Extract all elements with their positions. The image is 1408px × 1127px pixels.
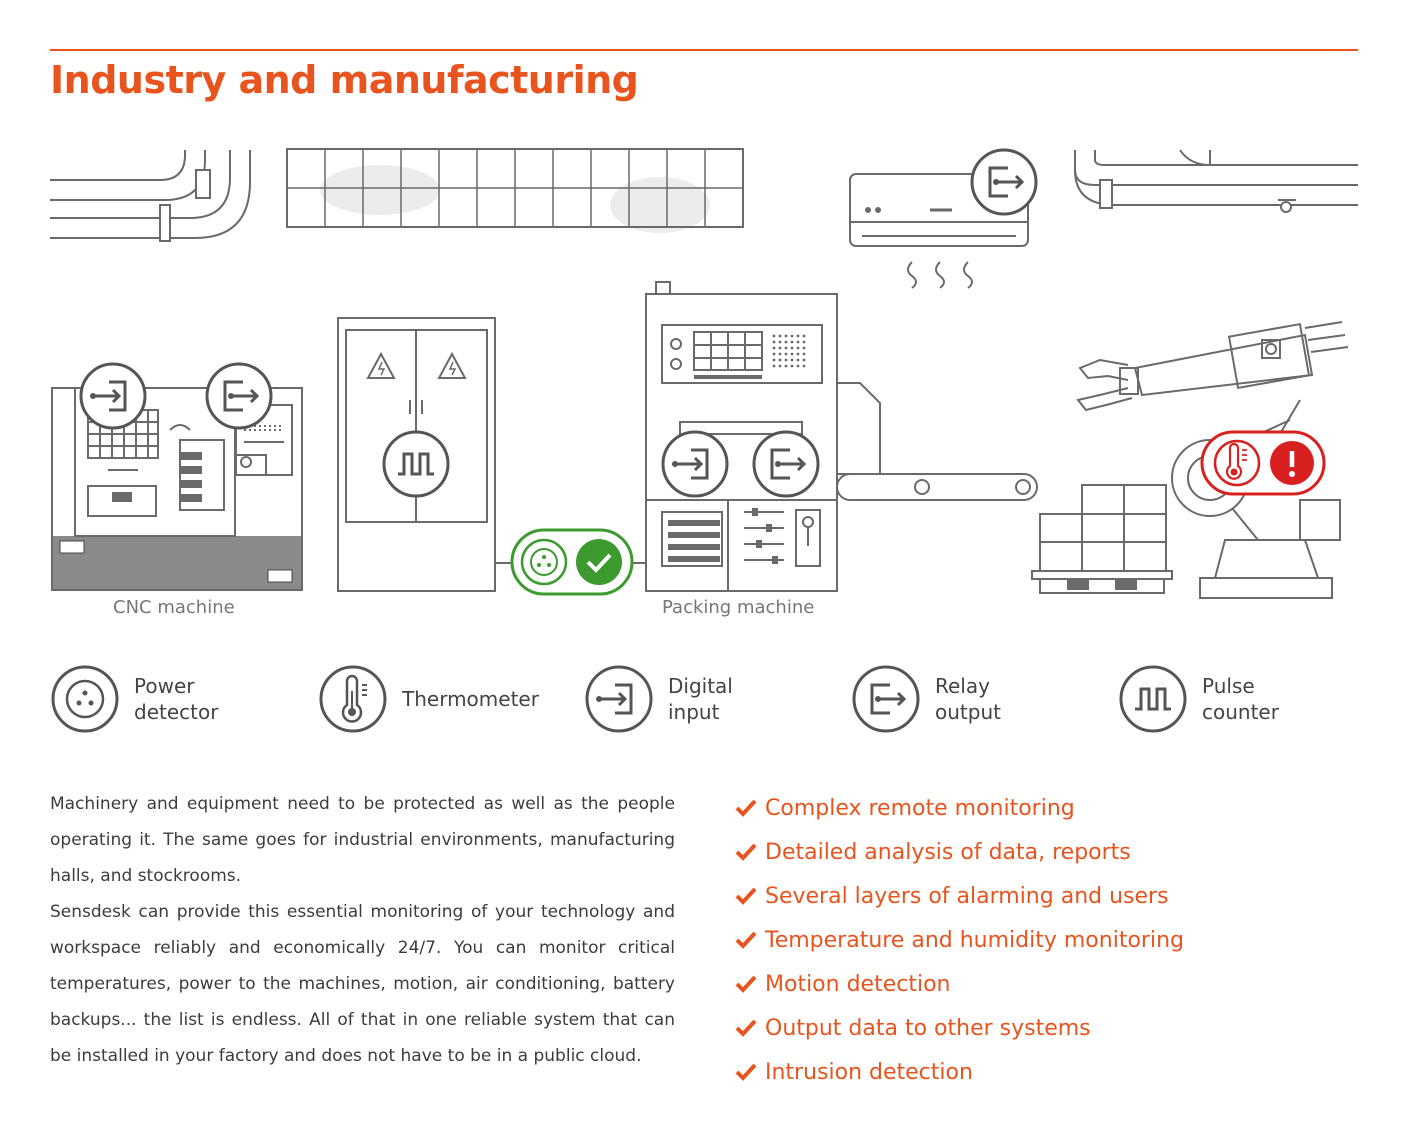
checkmark-icon xyxy=(735,799,757,817)
legend-pulse-counter: Pulse counter xyxy=(1118,664,1279,734)
top-rule xyxy=(50,49,1358,51)
checkmark-icon xyxy=(735,843,757,861)
legend-label: Digital input xyxy=(668,674,733,724)
cabinet-pulse-counter-icon xyxy=(382,430,450,498)
speaker-dots xyxy=(668,334,806,564)
page-title: Industry and manufacturing xyxy=(50,58,639,102)
feature-label: Complex remote monitoring xyxy=(765,795,1075,821)
legend-power-detector: Power detector xyxy=(50,664,218,734)
legend-digital-input: Digital input xyxy=(584,664,733,734)
feature-label: Detailed analysis of data, reports xyxy=(765,839,1131,865)
packing-machine xyxy=(645,281,1038,592)
cnc-digital-input-icon xyxy=(79,362,147,430)
legend-thermometer: Thermometer xyxy=(318,664,539,734)
pulse-counter-icon xyxy=(1119,665,1187,733)
thermometer-icon xyxy=(319,665,387,733)
feature-label: Output data to other systems xyxy=(765,1015,1091,1041)
cnc-machine xyxy=(51,387,303,591)
cnc-machine-label: CNC machine xyxy=(113,597,235,618)
checkmark-icon xyxy=(735,1019,757,1037)
air-conditioner xyxy=(849,173,1029,289)
checkmark-icon xyxy=(735,975,757,993)
packing-machine-label: Packing machine xyxy=(662,597,815,618)
feature-list: Complex remote monitoring Detailed analy… xyxy=(735,786,1184,1094)
feature-item: Intrusion detection xyxy=(735,1050,1184,1094)
power-detector-status xyxy=(510,528,634,596)
description-paragraph: Sensdesk can provide this essential moni… xyxy=(50,902,675,1066)
relay-output-icon xyxy=(852,665,920,733)
legend-label: Power detector xyxy=(134,674,219,724)
legend-label: Relay output xyxy=(935,674,1001,724)
feature-item: Several layers of alarming and users xyxy=(735,874,1184,918)
feature-item: Detailed analysis of data, reports xyxy=(735,830,1184,874)
feature-label: Intrusion detection xyxy=(765,1059,973,1085)
feature-item: Motion detection xyxy=(735,962,1184,1006)
pipes-left xyxy=(50,150,251,242)
digital-input-icon xyxy=(585,665,653,733)
power-detector-icon xyxy=(51,665,119,733)
feature-item: Temperature and humidity monitoring xyxy=(735,918,1184,962)
pipes-right xyxy=(1074,149,1358,213)
ac-relay-output-icon xyxy=(970,148,1038,216)
packing-relay-output-icon xyxy=(752,430,820,498)
feature-item: Output data to other systems xyxy=(735,1006,1184,1050)
legend-relay-output: Relay output xyxy=(851,664,1001,734)
feature-item: Complex remote monitoring xyxy=(735,786,1184,830)
description: Machinery and equipment need to be prote… xyxy=(50,786,675,1074)
checkmark-icon xyxy=(735,887,757,905)
skylight-window xyxy=(286,148,744,233)
legend-label: Pulse counter xyxy=(1202,674,1279,724)
feature-label: Several layers of alarming and users xyxy=(765,883,1169,909)
feature-label: Motion detection xyxy=(765,971,951,997)
cnc-relay-output-icon xyxy=(205,362,273,430)
legend-label: Thermometer xyxy=(402,687,539,711)
checkmark-icon xyxy=(735,1063,757,1081)
feature-label: Temperature and humidity monitoring xyxy=(765,927,1184,953)
description-paragraph: Machinery and equipment need to be prote… xyxy=(50,794,675,886)
packing-digital-input-icon xyxy=(661,430,729,498)
checkmark-icon xyxy=(735,931,757,949)
boxes-on-pallet xyxy=(1031,484,1173,594)
robot-alarm-status xyxy=(1200,430,1326,496)
